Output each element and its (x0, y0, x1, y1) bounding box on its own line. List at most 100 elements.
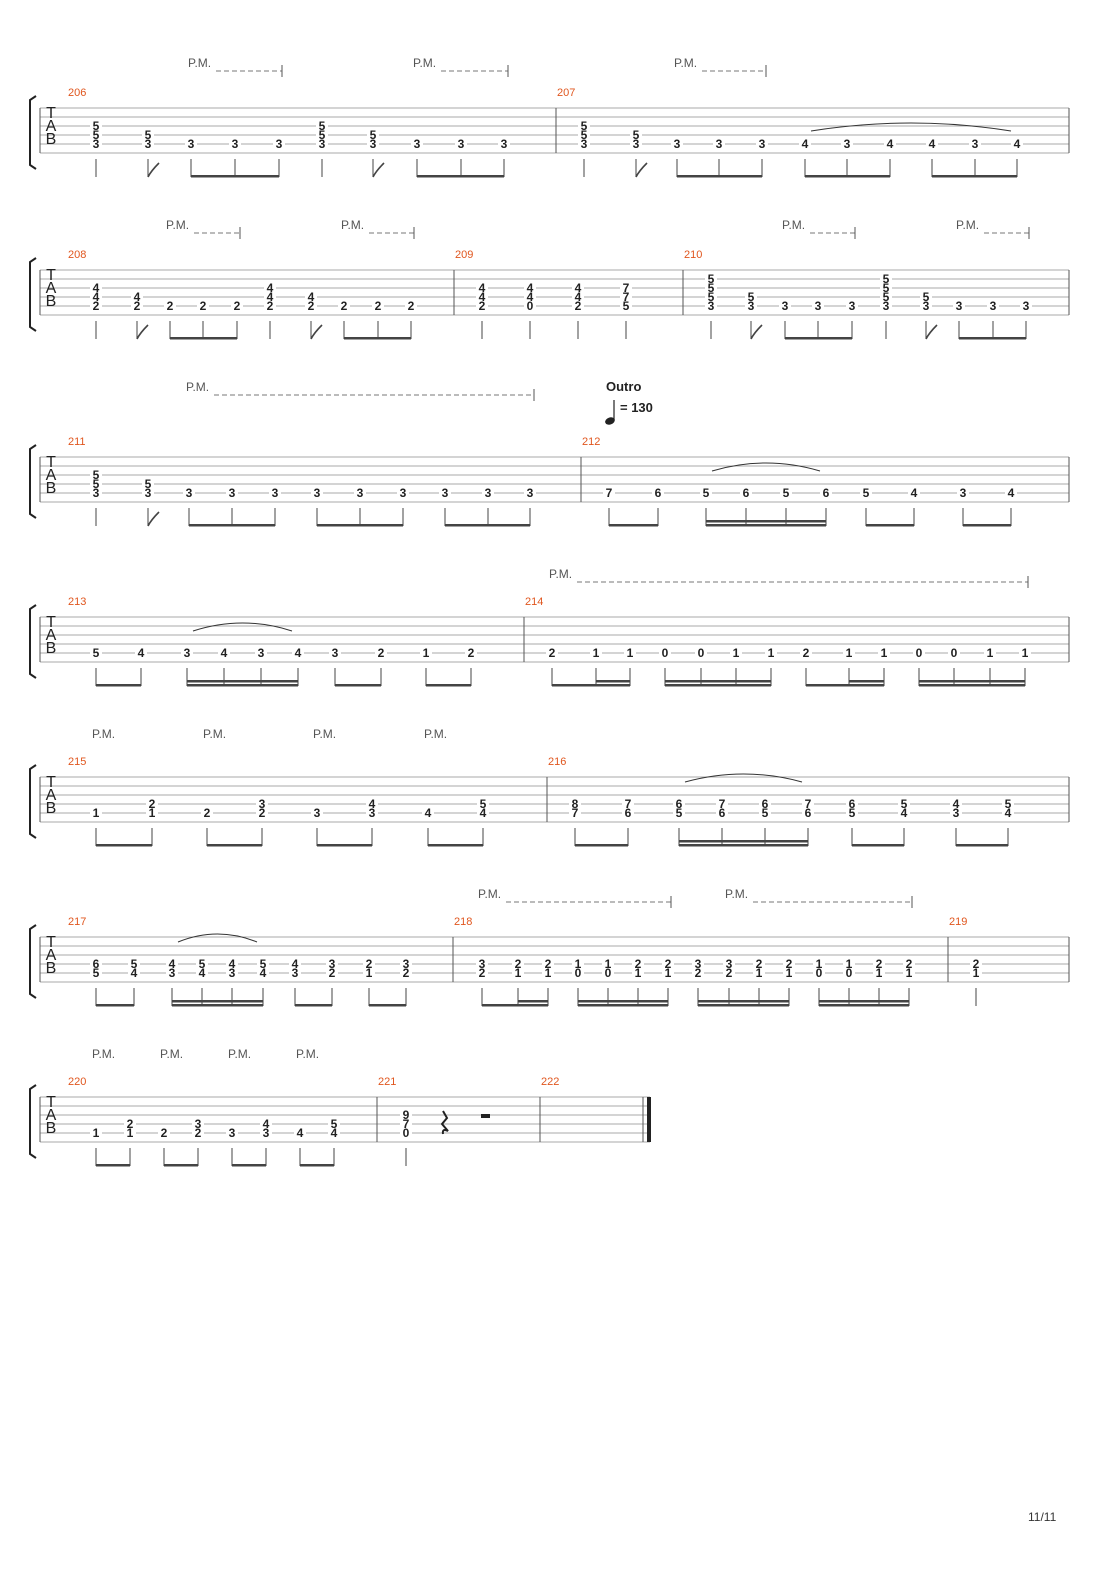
note-beam (932, 175, 1017, 178)
fret-number: 3 (195, 1117, 202, 1131)
fret-number: 0 (605, 966, 612, 980)
fret-backdrop (477, 799, 489, 809)
fret-number: 0 (916, 646, 923, 660)
fret-number: 2 (308, 299, 315, 313)
fret-number: 4 (260, 966, 267, 980)
fret-number: 1 (605, 957, 612, 971)
fret-number: 4 (138, 646, 145, 660)
fret-number: 1 (665, 966, 672, 980)
system-bracket (29, 764, 37, 839)
fret-backdrop (1020, 301, 1032, 311)
measure-number: 213 (68, 596, 86, 608)
fret-number: 5 (93, 119, 100, 133)
fret-number: 5 (703, 486, 710, 500)
fret-backdrop (622, 808, 634, 818)
note-beam (172, 1004, 263, 1007)
fret-number: 3 (923, 299, 930, 313)
fret-number: 4 (1005, 806, 1012, 820)
note-beam (578, 1004, 668, 1007)
fret-backdrop (185, 139, 197, 149)
fret-number: 4 (221, 646, 228, 660)
fret-backdrop (142, 139, 154, 149)
fret-backdrop (765, 648, 777, 658)
slur (177, 933, 258, 943)
fret-backdrop (969, 139, 981, 149)
fret-backdrop (913, 648, 925, 658)
fret-backdrop (802, 808, 814, 818)
fret-backdrop (705, 274, 717, 284)
fret-number: 2 (329, 966, 336, 980)
fret-number: 1 (846, 957, 853, 971)
fret-backdrop (652, 488, 664, 498)
palm-mute-label: P.M. (160, 1047, 183, 1061)
fret-number: 2 (375, 299, 382, 313)
fret-number: 5 (93, 468, 100, 482)
tab-clef-letter: B (46, 293, 57, 310)
fret-number: 3 (1023, 299, 1030, 313)
fret-backdrop (920, 301, 932, 311)
fret-backdrop (984, 648, 996, 658)
fret-number: 8 (572, 797, 579, 811)
fret-backdrop (620, 292, 632, 302)
fret-backdrop (780, 488, 792, 498)
fret-number: 2 (167, 299, 174, 313)
fret-number: 3 (759, 137, 766, 151)
fret-number: 3 (883, 299, 890, 313)
fret-backdrop (898, 799, 910, 809)
note-beam (428, 844, 483, 847)
fret-backdrop (400, 1128, 412, 1138)
fret-backdrop (745, 292, 757, 302)
fret-backdrop (569, 808, 581, 818)
note-beam (665, 680, 771, 683)
fret-backdrop (843, 959, 855, 969)
fret-backdrop (620, 301, 632, 311)
fret-backdrop (90, 488, 102, 498)
fret-backdrop (671, 139, 683, 149)
tab-clef-letter: A (46, 787, 57, 804)
fret-number: 2 (161, 1126, 168, 1140)
note-beam (344, 337, 411, 340)
fret-backdrop (90, 121, 102, 131)
fret-number: 0 (816, 966, 823, 980)
fret-number: 2 (756, 957, 763, 971)
fret-backdrop (753, 959, 765, 969)
fret-number: 3 (229, 1126, 236, 1140)
fret-number: 3 (93, 486, 100, 500)
fret-backdrop (843, 968, 855, 978)
fret-number: 4 (1008, 486, 1015, 500)
fret-backdrop (128, 968, 140, 978)
fret-number: 0 (575, 966, 582, 980)
fret-backdrop (953, 301, 965, 311)
fret-number: 2 (127, 1117, 134, 1131)
fret-backdrop (226, 1128, 238, 1138)
fret-backdrop (950, 799, 962, 809)
fret-number: 2 (134, 299, 141, 313)
system-bracket (29, 257, 37, 332)
fret-backdrop (411, 139, 423, 149)
note-beam (706, 520, 826, 523)
fret-number: 5 (748, 290, 755, 304)
note-beam (187, 680, 298, 683)
fret-backdrop (730, 648, 742, 658)
fret-number: 4 (887, 137, 894, 151)
fret-number: 3 (357, 486, 364, 500)
fret-number: 3 (849, 299, 856, 313)
fret-number: 4 (134, 290, 141, 304)
tab-clef-letter: T (46, 614, 56, 631)
fret-backdrop (498, 139, 510, 149)
note-beam (300, 1164, 334, 1167)
tab-clef-letter: T (46, 934, 56, 951)
fret-number: 4 (199, 966, 206, 980)
fret-number: 3 (960, 486, 967, 500)
fret-number: 6 (676, 797, 683, 811)
fret-backdrop (673, 799, 685, 809)
fret-backdrop (257, 959, 269, 969)
tab-clef-letter: B (46, 960, 57, 977)
fret-number: 2 (149, 797, 156, 811)
fret-backdrop (90, 479, 102, 489)
fret-number: 3 (400, 486, 407, 500)
measure-number: 218 (454, 916, 472, 928)
fret-number: 3 (726, 957, 733, 971)
palm-mute-label: P.M. (203, 727, 226, 741)
